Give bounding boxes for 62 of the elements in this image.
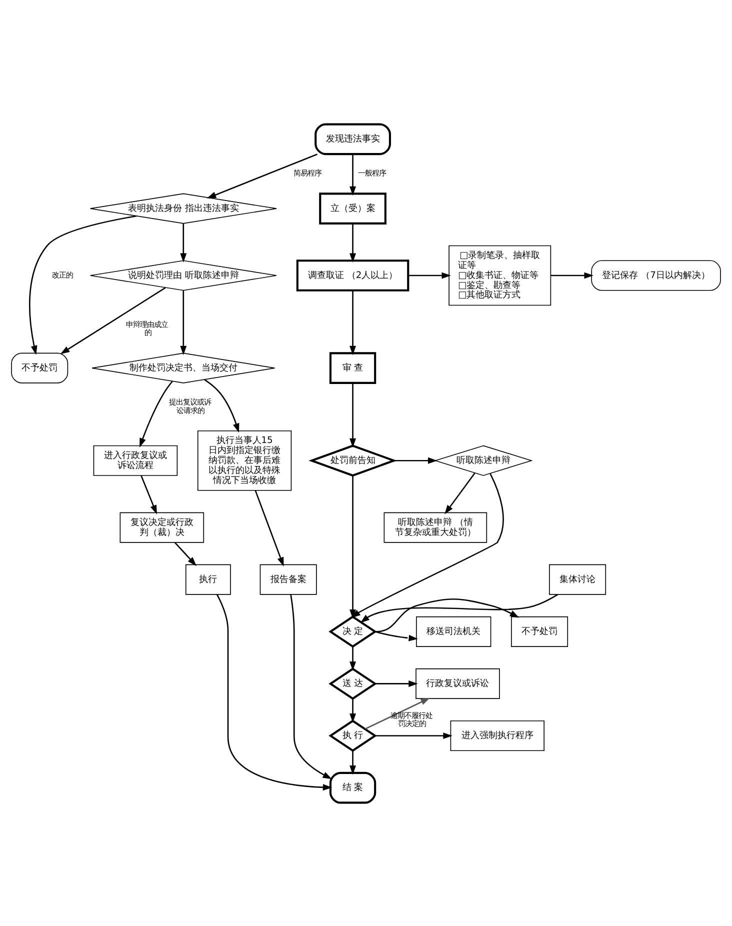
edge-label: 简易程序: [294, 168, 322, 178]
arrow: [350, 223, 356, 262]
arrow: [216, 594, 332, 790]
node-diamond: 处罚前告知: [308, 444, 397, 476]
node-box: 执行当事人15 日内到指定银行缴纳罚款、在事后难以执行的以及特殊情况下当场收缴: [197, 430, 292, 490]
edge-label: 申辩理由成立的: [126, 319, 168, 337]
arrow: [140, 474, 157, 514]
arrow: [140, 380, 173, 447]
arrow: [364, 697, 430, 730]
arrow: [206, 153, 318, 198]
arrow: [375, 732, 452, 739]
node-diamond: 听取陈述申辩: [434, 444, 533, 476]
arrow: [180, 223, 187, 262]
arrow: [350, 290, 356, 355]
arrow: [290, 594, 332, 779]
edge-label: 一般程序: [358, 168, 386, 178]
arrow: [350, 475, 356, 618]
node-box: 进入强制执行程序: [450, 720, 544, 751]
node-box: 发现违法事实: [314, 122, 391, 155]
arrow: [375, 680, 418, 686]
node-box: 复议决定或行政判（裁）决: [120, 512, 204, 542]
node-box: 不予处罚: [11, 352, 68, 383]
node-box: 移送司法机关: [416, 616, 492, 646]
node-box: 结 案: [329, 771, 376, 804]
arrow: [350, 154, 356, 196]
arrow: [350, 646, 356, 670]
node-box: 报告备案: [260, 564, 317, 594]
arrow: [174, 542, 197, 566]
node-box: 执行: [185, 564, 231, 594]
node-box: □录制笔录、抽样取证等 □收集书证、物证等 □鉴定、勘查等 □其他取证方式: [448, 244, 552, 306]
arrow: [254, 490, 284, 566]
node-diamond: 说明处罚理由 听取陈述申辩: [90, 260, 277, 290]
node-box: 集体讨论: [549, 564, 606, 594]
arrow: [374, 630, 418, 641]
arrow: [444, 472, 476, 514]
arrow: [351, 472, 504, 618]
arrow: [29, 214, 137, 354]
node-box: 登记保存 （7日以内解决）: [591, 260, 721, 290]
arrow: [60, 286, 166, 354]
arrow: [360, 593, 558, 622]
node-diamond: 制作处罚决定书、当场交付: [92, 352, 276, 383]
edge-label: 提出复议或诉讼请求的: [168, 397, 211, 414]
node-box: 听取陈述申辩 （情节复杂或重大处罚）: [384, 512, 488, 542]
node-diamond: 送 达: [328, 667, 377, 700]
node-diamond: 执 行: [328, 719, 377, 752]
arrow: [180, 290, 187, 355]
arrow: [350, 698, 356, 722]
node-box: 立（受）案: [319, 192, 386, 224]
arrow: [376, 598, 520, 632]
arrow: [350, 750, 356, 774]
arrow: [350, 382, 356, 448]
arrow: [550, 272, 594, 278]
arrow: [204, 378, 240, 432]
node-box: 进入行政复议或诉讼流程: [93, 444, 178, 476]
node-box: 不予处罚: [511, 616, 568, 646]
node-box: 行政复议或诉讼: [416, 668, 500, 698]
node-box: 审 查: [329, 352, 376, 384]
node-box: 调查取证 （2人以上）: [296, 259, 410, 291]
arrow: [394, 456, 438, 464]
node-diamond: 表明执法身份 指出违法事实: [90, 192, 277, 224]
edge-label: 改正的: [52, 270, 74, 279]
arrow: [408, 272, 452, 278]
